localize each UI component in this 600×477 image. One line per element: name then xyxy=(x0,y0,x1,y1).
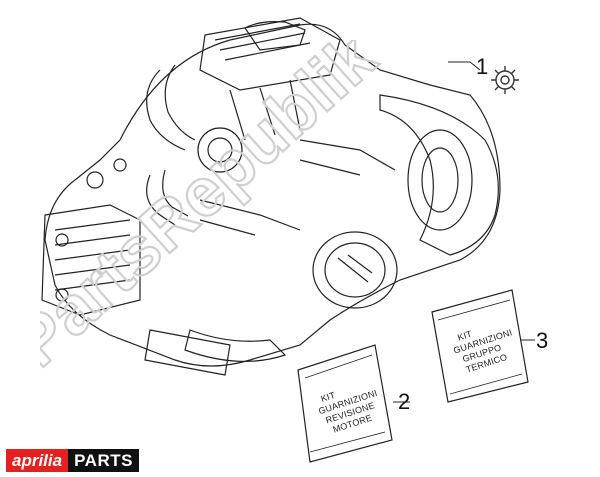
callout-1-label: 1 xyxy=(476,54,489,79)
callout-2-label: 2 xyxy=(398,389,411,414)
callout-1-leader xyxy=(448,61,481,71)
gear-icon[interactable] xyxy=(491,66,519,94)
kit-small-line1: KIT xyxy=(320,390,337,404)
engine-assembly[interactable] xyxy=(41,17,501,376)
logo-brand: aprilia xyxy=(6,449,69,472)
gasket-kit-engine-overhaul[interactable]: KIT GUARNIZIONI REVISIONE MOTORE xyxy=(297,344,393,463)
kit-large-line1: KIT xyxy=(456,329,473,343)
aprilia-parts-logo[interactable]: aprilia PARTS xyxy=(6,449,139,472)
logo-parts: PARTS xyxy=(68,449,139,472)
callout-3-label: 3 xyxy=(536,328,549,353)
gasket-kit-cylinder-group[interactable]: KIT GUARNIZIONI GRUPPO TERMICO xyxy=(431,289,529,403)
